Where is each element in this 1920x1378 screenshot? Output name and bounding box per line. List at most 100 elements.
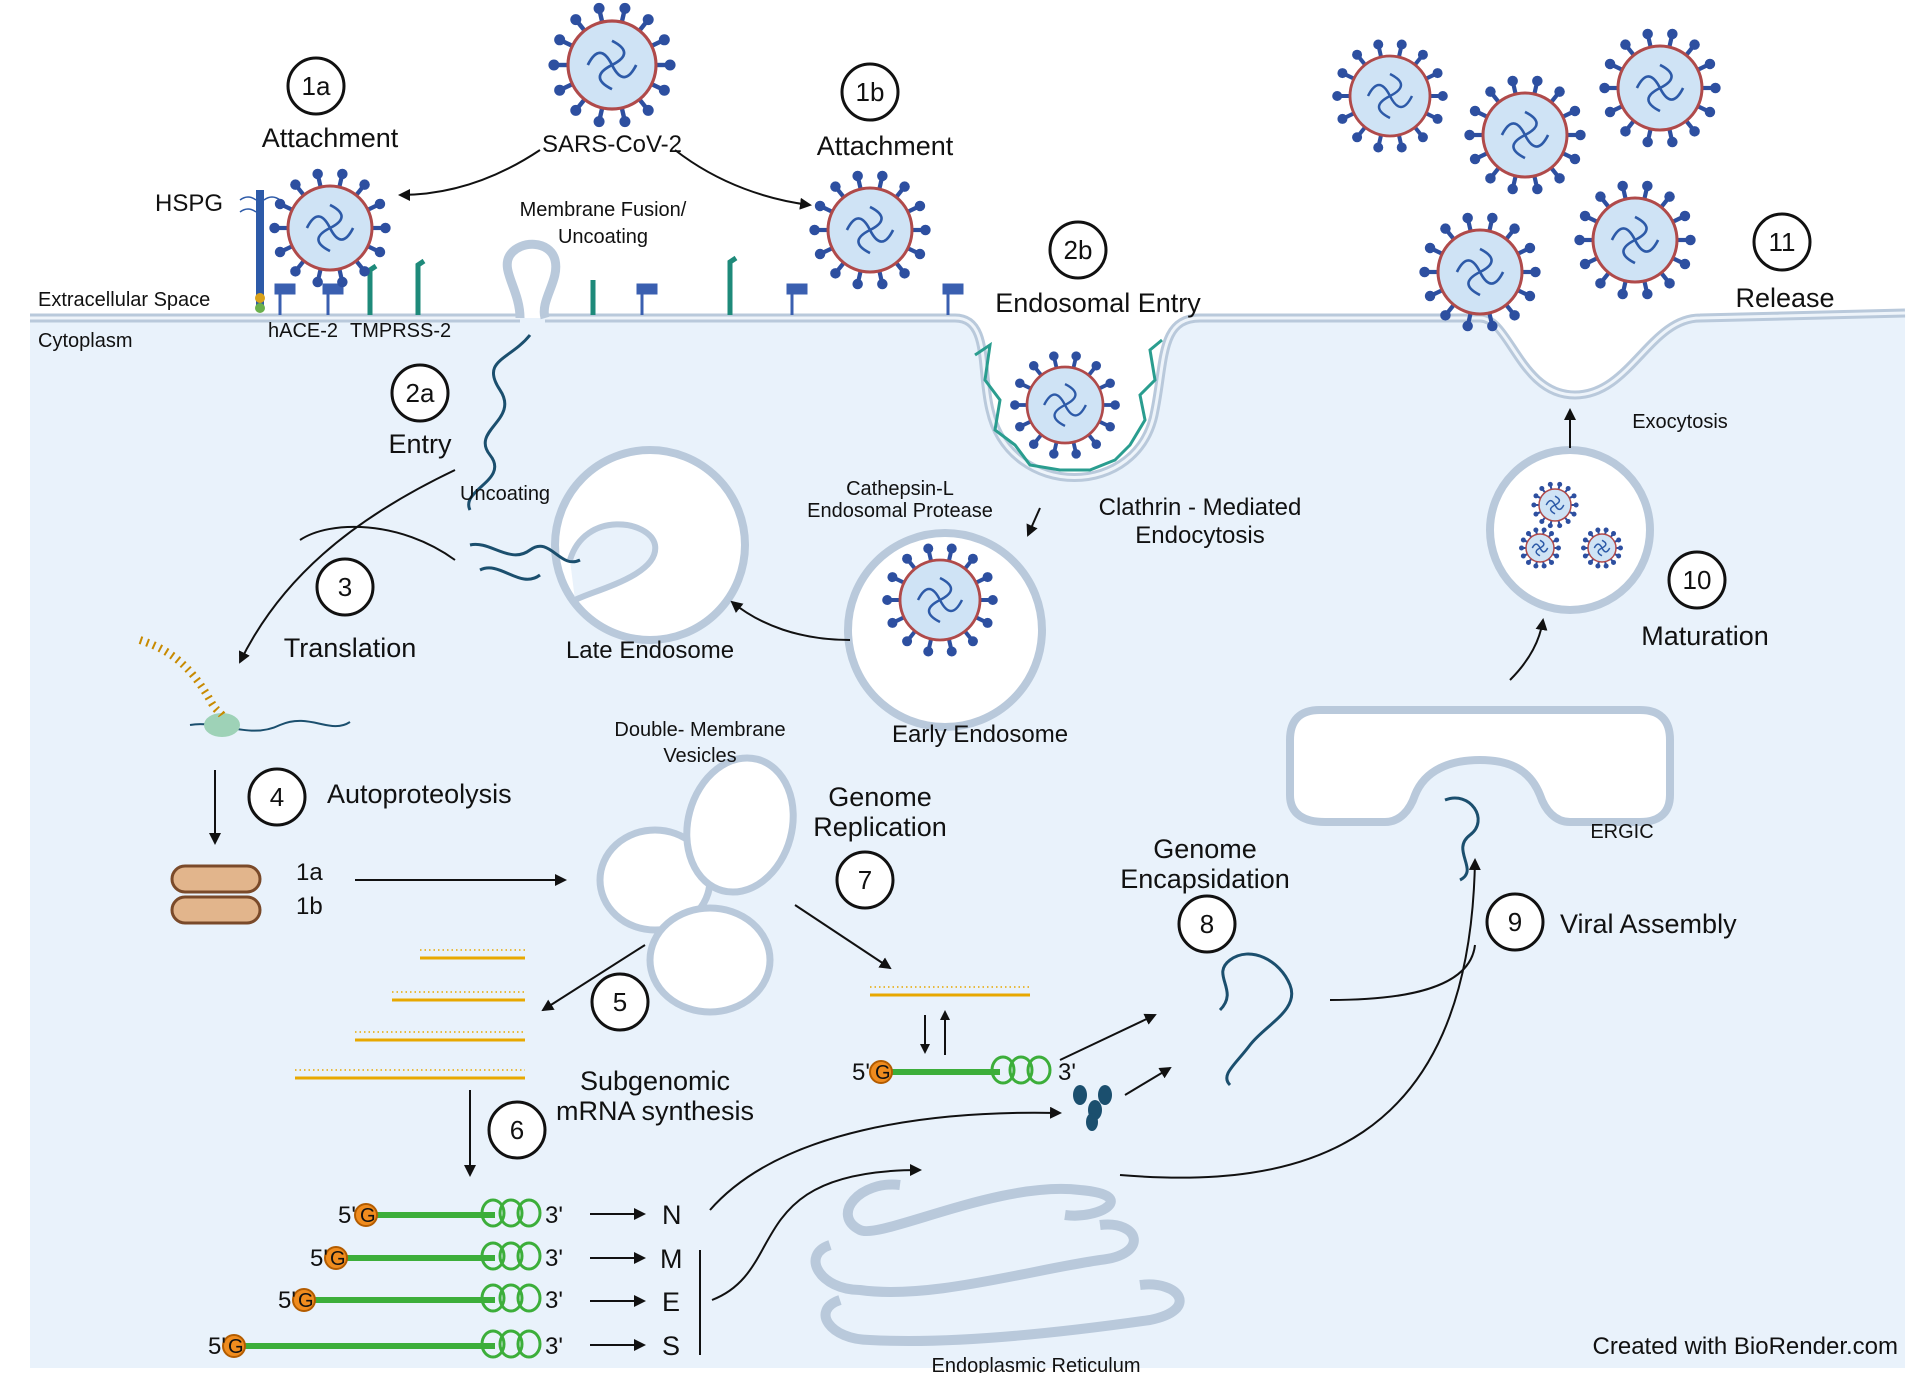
step-marker: 9 (1485, 892, 1545, 952)
step-number: 7 (858, 865, 872, 895)
label-m-cap: G (330, 1248, 346, 1270)
ergic-compartment (1286, 706, 1674, 826)
step-circle (1048, 220, 1108, 280)
double-membrane-vesicles (596, 754, 797, 1016)
step-marker: 10 (1667, 550, 1727, 610)
step-circle (315, 557, 375, 617)
label-credit: Created with BioRender.com (1593, 1333, 1898, 1360)
step-title-8-sub: Encapsidation (1120, 864, 1290, 894)
step-title-7: Genome (828, 782, 932, 812)
step-marker: 6 (487, 1100, 547, 1160)
label-protein-s: S (662, 1331, 680, 1361)
step-number: 1a (302, 71, 331, 101)
label-er: Endoplasmic Reticulum (932, 1355, 1141, 1373)
step-title-1a: Attachment (262, 123, 399, 153)
polyprotein-1a-1b (170, 864, 262, 925)
label-cytoplasm: Cytoplasm (38, 330, 132, 352)
label-protein-e: E (662, 1287, 680, 1317)
label-tmprss2: TMPRSS-2 (350, 320, 451, 342)
step-number: 2a (406, 378, 435, 408)
step-number: 6 (510, 1115, 524, 1145)
step-title-8: Genome (1153, 834, 1257, 864)
membrane-fusion-pocket (502, 239, 561, 320)
step-title-6: mRNA synthesis (556, 1096, 754, 1126)
step-number: 8 (1200, 909, 1214, 939)
step-circle (1667, 550, 1727, 610)
virus-particle (1531, 481, 1579, 529)
label-s-5prime: 5' (208, 1333, 226, 1360)
mrna-s (222, 1334, 495, 1358)
label-n-cap: G (360, 1205, 376, 1227)
poly-a-tails (480, 1055, 1052, 1359)
mrna-n (354, 1203, 495, 1227)
virus-particle (1332, 39, 1448, 153)
label-genome-cap: G (875, 1062, 891, 1084)
virus-particle (1574, 180, 1696, 300)
virus-particle (1519, 527, 1561, 569)
virus-particles (269, 2, 1721, 657)
step-title-1b: Attachment (817, 131, 954, 161)
step-marker: 8 (1177, 894, 1237, 954)
late-endosome (551, 446, 749, 644)
label-dmv-2: Vesicles (663, 745, 736, 767)
step-marker: 1b (840, 62, 900, 122)
tmprss2-proteases (367, 255, 738, 315)
label-protein-m: M (660, 1244, 683, 1274)
label-e-cap: G (298, 1290, 314, 1312)
step-number: 9 (1508, 907, 1522, 937)
viral-rna-strands (467, 334, 1480, 1087)
step-number: 4 (270, 782, 284, 812)
step-title-11: Release (1735, 283, 1834, 313)
hspg-receptor (239, 190, 281, 313)
step-circle (1485, 892, 1545, 952)
step-title-3: Translation (284, 633, 417, 663)
virus-particle (1010, 351, 1120, 459)
step-number: 5 (613, 987, 627, 1017)
step-title-4: Autoproteolysis (327, 779, 512, 809)
step-title-2a: Entry (388, 429, 452, 459)
step-marker: 11 (1752, 212, 1812, 272)
label-ergic: ERGIC (1590, 821, 1653, 843)
step-number: 2b (1064, 235, 1093, 265)
label-late-endosome: Late Endosome (566, 637, 734, 664)
virus-particle (1464, 75, 1586, 195)
label-cathepsin-1: Cathepsin-L (846, 478, 954, 500)
step-title-10: Maturation (1641, 621, 1769, 651)
viral-proteins-cluster (1073, 1085, 1112, 1131)
virus-particle (1599, 28, 1721, 148)
label-early-endosome: Early Endosome (892, 721, 1068, 748)
label-uncoating: Uncoating (460, 483, 550, 505)
mrna-m (324, 1246, 495, 1270)
label-e-3prime: 3' (545, 1287, 563, 1314)
mrna-e (292, 1288, 495, 1312)
step-number: 1b (856, 77, 885, 107)
label-n-5prime: 5' (338, 1202, 356, 1229)
virus-particle (809, 170, 931, 290)
label-1b: 1b (296, 893, 323, 920)
step-title-2b: Endosomal Entry (995, 288, 1201, 318)
step-marker: 4 (247, 767, 307, 827)
label-genome-3prime: 3' (1058, 1059, 1076, 1086)
cytoplasm-region (30, 313, 1905, 1368)
mrna-strands (222, 1060, 1000, 1358)
step-circle (286, 56, 346, 116)
step-circle (1177, 894, 1237, 954)
subgenomic-rna-bars (295, 956, 1030, 1080)
label-hspg: HSPG (155, 190, 223, 217)
clathrin-coat (974, 338, 1163, 472)
label-exocytosis: Exocytosis (1632, 411, 1728, 433)
label-hace2: hACE-2 (268, 320, 338, 342)
step-title-9: Viral Assembly (1560, 909, 1737, 939)
step-title-7-sub: Replication (813, 812, 947, 842)
step-number: 10 (1683, 565, 1712, 595)
label-cathepsin-2: Endosomal Protease (807, 500, 993, 522)
label-membrane-fusion-2: Uncoating (558, 226, 648, 248)
label-sars-cov-2: SARS-CoV-2 (542, 131, 682, 158)
virus-particle (269, 168, 391, 288)
label-clathrin-1: Clathrin - Mediated (1099, 494, 1302, 521)
virus-particle (1419, 212, 1541, 332)
endoplasmic-reticulum (810, 1179, 1185, 1346)
